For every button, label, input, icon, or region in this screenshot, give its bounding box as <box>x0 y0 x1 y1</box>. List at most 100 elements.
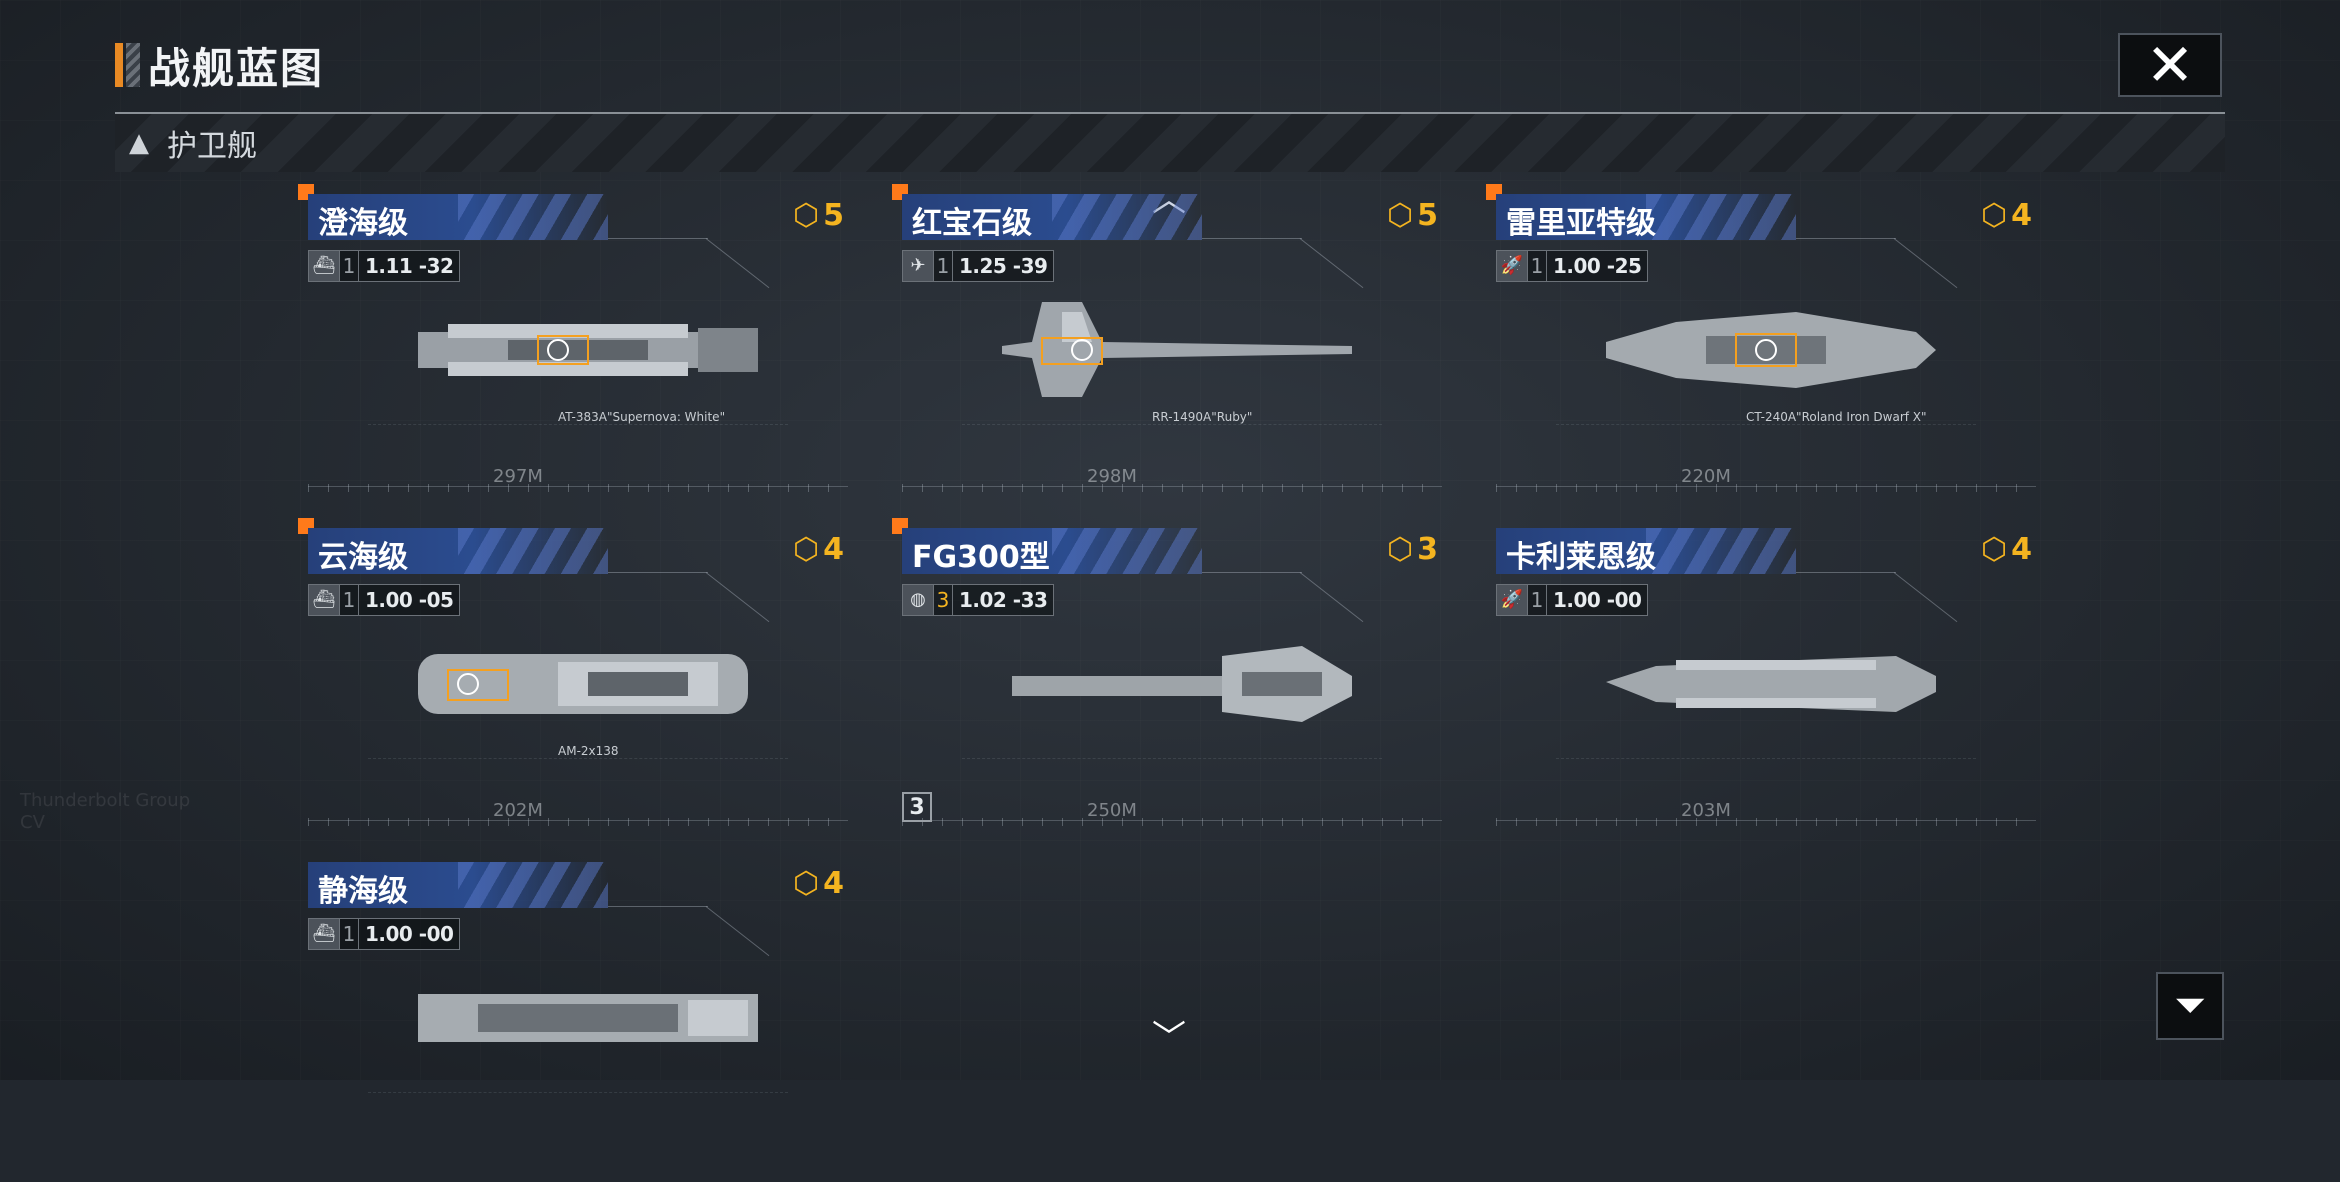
card-name-bar: 静海级 <box>308 862 608 908</box>
carrier-icon: ⛴ <box>309 585 339 615</box>
cost-value: 5 <box>1417 198 1438 233</box>
resource-box-icon: ⬡ <box>1386 532 1414 567</box>
ship-name: 雷里亚特级 <box>1506 206 1656 240</box>
scale-ticks <box>308 484 848 492</box>
name-bar-stripes <box>458 194 608 240</box>
section-title: 护卫舰 <box>167 129 257 164</box>
ship-cost: ⬡4 <box>793 532 844 567</box>
ship-length: 250M <box>1087 800 1137 821</box>
title-accent <box>115 43 123 87</box>
name-bar-stripes <box>1646 528 1796 574</box>
stat-tier: 3 <box>933 585 953 615</box>
stat-value: 1.00 -00 <box>365 922 454 946</box>
fighter-icon: ✈ <box>903 251 933 281</box>
page-title: 战舰蓝图 <box>148 43 325 93</box>
ship-name: 静海级 <box>318 874 408 908</box>
name-bar-stripes <box>458 862 608 908</box>
card-name-bar: 澄海级 <box>308 194 608 240</box>
blueprint-deco <box>368 1092 788 1153</box>
ship-cost: ⬡4 <box>1981 198 2032 233</box>
blueprint-deco <box>962 424 1382 485</box>
name-bar-stripes <box>1052 528 1202 574</box>
cost-value: 4 <box>823 532 844 567</box>
ship-name: 云海级 <box>318 540 408 574</box>
card-divider <box>1796 572 1896 573</box>
stat-value: 1.02 -33 <box>959 588 1048 612</box>
resource-box-icon: ⬡ <box>1980 198 2008 233</box>
ship-designation: AT-383A"Supernova: White" <box>558 410 726 424</box>
close-button[interactable]: ✕ <box>2118 33 2222 97</box>
header-divider <box>115 112 2225 114</box>
card-divider-angled <box>1893 572 1958 623</box>
ship-name: 卡利莱恩级 <box>1506 540 1656 574</box>
resource-box-icon: ⬡ <box>1386 198 1414 233</box>
name-bar-stripes <box>1646 194 1796 240</box>
cost-value: 4 <box>2011 532 2032 567</box>
cost-value: 4 <box>2011 198 2032 233</box>
name-bar-stripes <box>458 528 608 574</box>
scale-line <box>308 820 848 821</box>
ship-length: 297M <box>493 466 543 487</box>
stat-value: 1.00 -00 <box>1553 588 1642 612</box>
card-divider-angled <box>705 906 770 957</box>
scale-line <box>308 486 848 487</box>
blueprint-deco <box>368 758 788 819</box>
chevron-down-icon[interactable]: ﹀ <box>1152 1018 1186 1058</box>
scale-line <box>902 820 1442 821</box>
card-divider <box>1202 572 1302 573</box>
stat-value: 1.25 -39 <box>959 254 1048 278</box>
scale-ticks <box>308 818 848 826</box>
ship-length: 202M <box>493 800 543 821</box>
ship-length: 298M <box>1087 466 1137 487</box>
ship-cost: ⬡4 <box>1981 532 2032 567</box>
blueprint-deco <box>368 424 788 485</box>
stat-tier: 1 <box>339 251 359 281</box>
scale-ticks <box>1496 484 2036 492</box>
globe-icon: ◍ <box>903 585 933 615</box>
scale-line <box>1496 820 2036 821</box>
cost-value: 4 <box>823 866 844 901</box>
stat-tier: 1 <box>339 919 359 949</box>
card-divider <box>1202 238 1302 239</box>
ship-image <box>408 970 768 1065</box>
card-divider <box>608 572 708 573</box>
collapse-triangle-icon: ▲ <box>129 128 149 158</box>
stat-tier: 1 <box>339 585 359 615</box>
scale-ticks <box>1496 818 2036 826</box>
filter-icon: ⏷ <box>2175 985 2205 1026</box>
name-bar-stripes <box>1052 194 1202 240</box>
card-divider-angled <box>705 572 770 623</box>
ship-name: 红宝石级 <box>912 206 1032 240</box>
background-caption: Thunderbolt Group CV <box>20 790 191 833</box>
stat-value: 1.00 -05 <box>365 588 454 612</box>
cost-value: 5 <box>823 198 844 233</box>
scale-line <box>902 486 1442 487</box>
blueprint-deco <box>1556 424 1976 485</box>
filter-button[interactable]: ⏷ <box>2156 972 2224 1040</box>
ship-length: 203M <box>1681 800 1731 821</box>
ship-designation: AM-2x138 <box>558 744 619 758</box>
scale-ticks <box>902 818 1442 826</box>
rocket-icon: 🚀 <box>1497 251 1527 281</box>
card-divider-angled <box>1299 238 1364 289</box>
title-accent-stripes <box>126 43 140 87</box>
resource-box-icon: ⬡ <box>1980 532 2008 567</box>
scale-line <box>1496 486 2036 487</box>
section-header-frigate[interactable]: ▲ 护卫舰 <box>115 114 2225 172</box>
ship-cost: ⬡3 <box>1387 532 1438 567</box>
card-divider-angled <box>705 238 770 289</box>
ship-designation: CT-240A"Roland Iron Dwarf X" <box>1746 410 1927 424</box>
resource-box-icon: ⬡ <box>792 532 820 567</box>
ship-cost: ⬡4 <box>793 866 844 901</box>
ship-image <box>408 636 768 731</box>
